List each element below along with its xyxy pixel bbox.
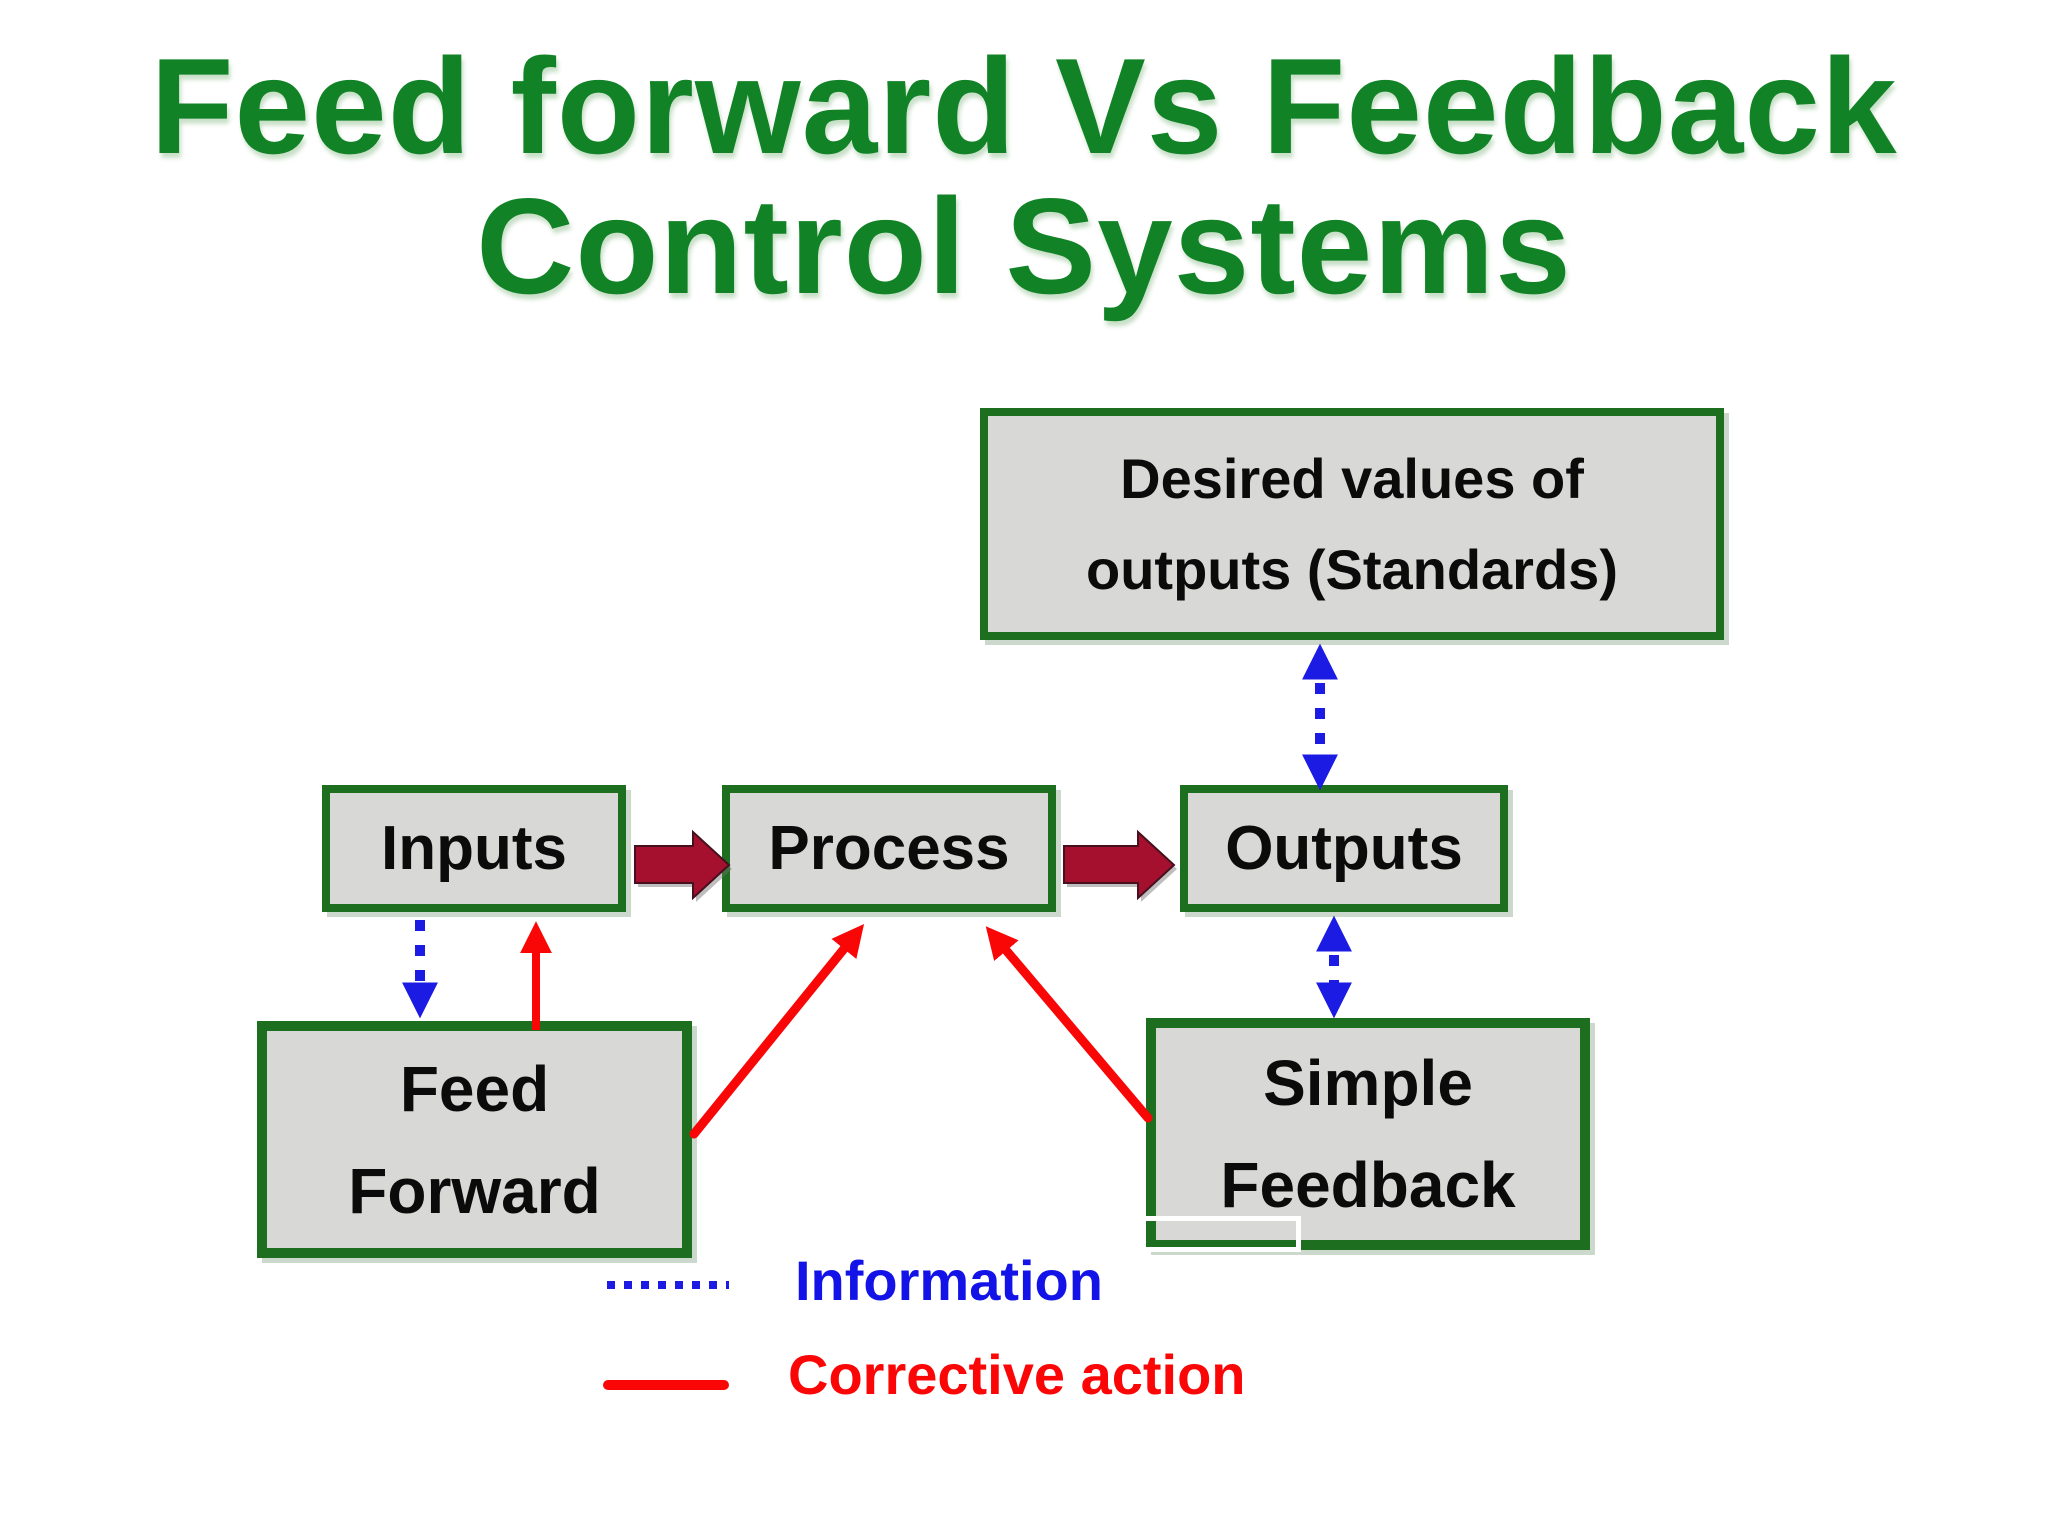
simple-feedback-line-1: Simple [1263,1047,1473,1119]
legend-corrective-line-icon [603,1380,729,1390]
process-box: Process [722,785,1056,912]
flow-arrow-inputs-process-icon [634,829,731,901]
legend-information-label: Information [795,1249,1103,1312]
corrective-arrow-feedforward-process-icon [689,924,865,1139]
flow-arrow-shadow [638,836,732,902]
flow-arrow-process-outputs-icon [1063,829,1176,901]
title-line-2: Control Systems [476,170,1572,323]
feed-forward-line-1: Feed [399,1052,550,1125]
corrective-arrow-feedback-process-icon [985,926,1153,1123]
inputs-label: Inputs [381,814,567,883]
flow-arrow-shadow [1067,836,1177,902]
desired-values-box: Desired values of outputs (Standards) [980,408,1724,640]
outputs-label: Outputs [1225,814,1463,883]
feed-forward-line-2: Forward [348,1154,601,1227]
page-title: Feed forward Vs Feedback Control Systems [0,36,2048,316]
desired-values-line-1: Desired values of [1120,447,1584,510]
simple-feedback-line-2: Feedback [1220,1149,1516,1221]
title-line-1: Feed forward Vs Feedback [150,30,1898,182]
legend-information-line-icon [607,1281,729,1289]
simple-feedback-box: Simple Feedback [1146,1018,1590,1250]
outputs-box: Outputs [1180,785,1508,912]
selection-artifact-rect [1141,1216,1301,1252]
desired-values-line-2: outputs (Standards) [1086,538,1618,601]
process-label: Process [768,814,1010,883]
legend-corrective-label: Corrective action [788,1343,1246,1406]
feed-forward-box: Feed Forward [257,1021,692,1258]
inputs-box: Inputs [322,785,626,912]
